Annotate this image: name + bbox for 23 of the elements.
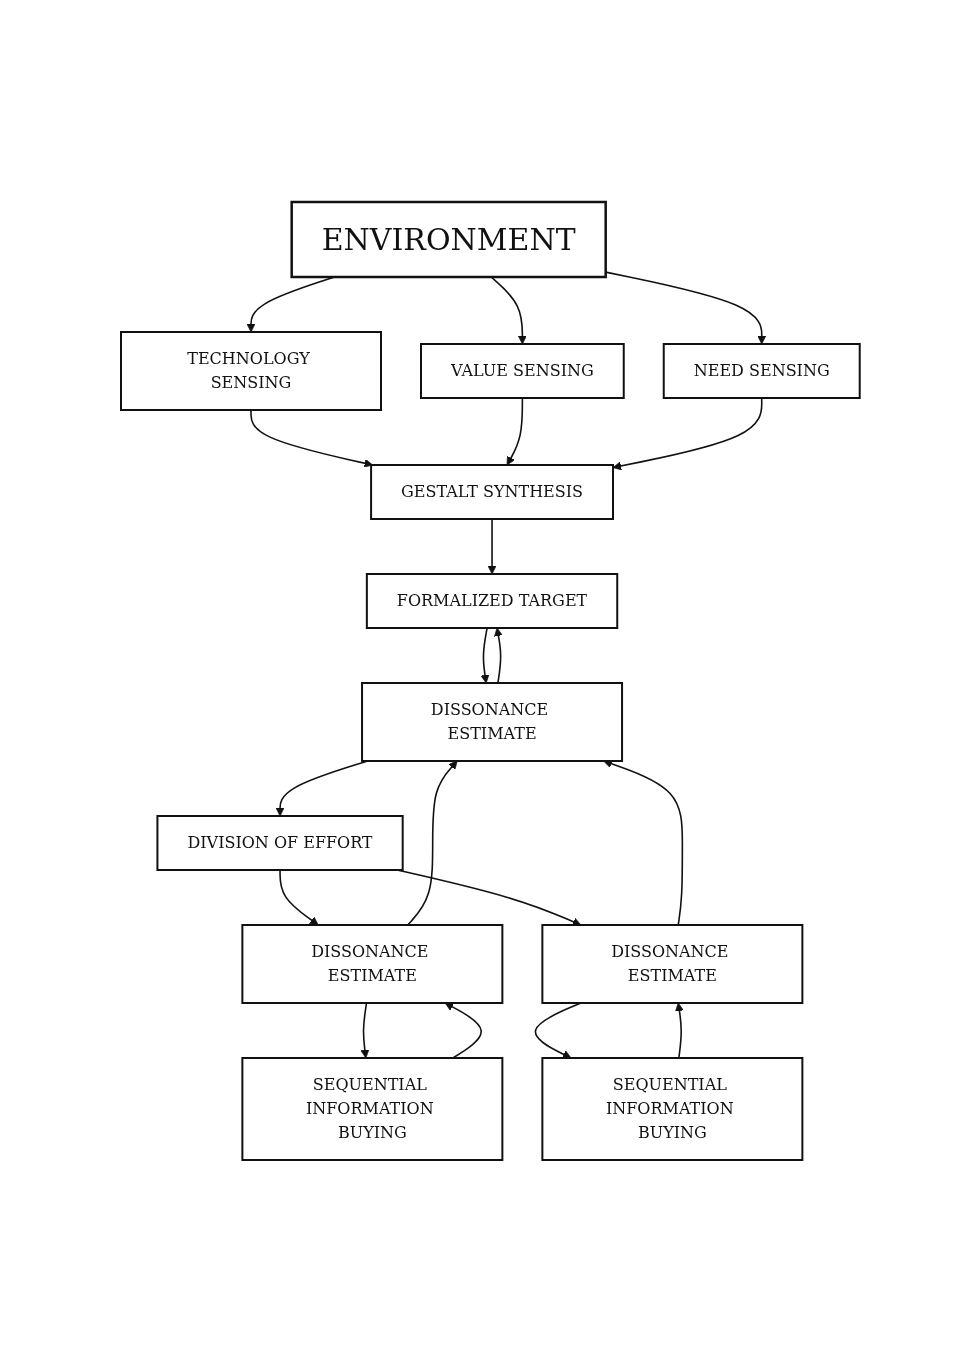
arrow xyxy=(249,409,373,468)
node-box: NEED SENSING xyxy=(662,343,861,399)
node-box: DIVISION OF EFFORT xyxy=(156,815,404,871)
node-box: DISSONANCE ESTIMATE xyxy=(241,924,503,1004)
arrow xyxy=(360,1002,369,1059)
node-box: ENVIRONMENT xyxy=(290,200,607,279)
arrow xyxy=(612,397,763,471)
node-box: SEQUENTIAL INFORMATION BUYING xyxy=(241,1057,503,1161)
node-box: VALUE SENSING xyxy=(419,343,625,399)
arrow xyxy=(444,1002,482,1059)
arrow xyxy=(406,760,458,926)
node-box: DISSONANCE ESTIMATE xyxy=(360,682,623,762)
node-box: DISSONANCE ESTIMATE xyxy=(541,924,803,1004)
arrow xyxy=(278,869,319,926)
node-box: SEQUENTIAL INFORMATION BUYING xyxy=(541,1057,803,1161)
node-box: GESTALT SYNTHESIS xyxy=(369,464,614,520)
node-box: TECHNOLOGY SENSING xyxy=(119,331,382,411)
arrow xyxy=(487,518,497,575)
arrow xyxy=(506,397,523,466)
arrow xyxy=(480,627,489,684)
arrow xyxy=(493,627,503,684)
node-box: FORMALIZED TARGET xyxy=(365,573,618,629)
arrow xyxy=(674,1002,684,1059)
